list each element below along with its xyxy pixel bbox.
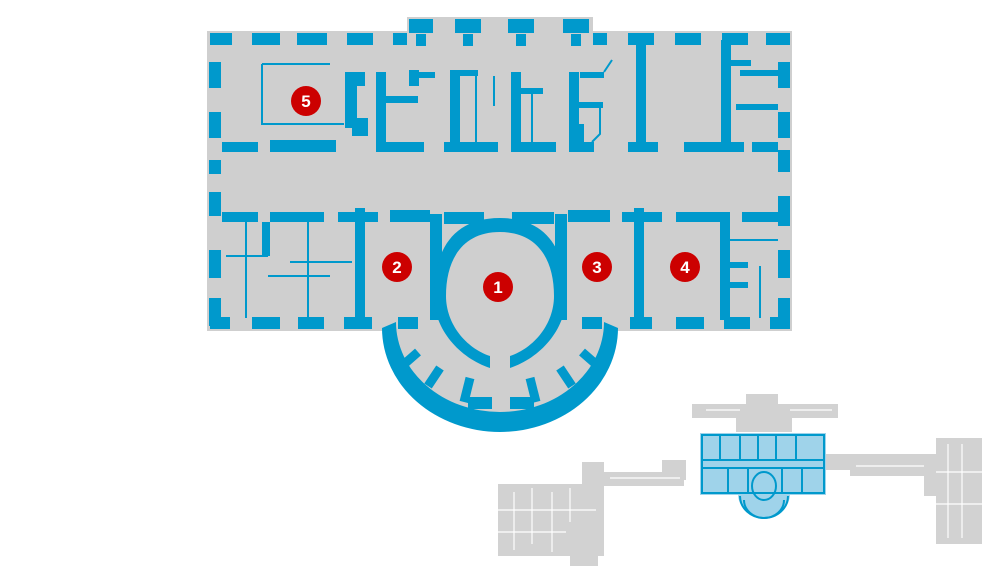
north-bay-piers: [409, 19, 589, 46]
walls: [209, 19, 790, 432]
room-marker-circle: [582, 252, 612, 282]
room-marker-4[interactable]: 4: [670, 252, 700, 282]
room-marker-3[interactable]: 3: [582, 252, 612, 282]
south-wall-piers: [210, 317, 790, 329]
room-marker-label: 2: [392, 258, 401, 277]
north-room-thin-lines: [261, 59, 613, 143]
room-marker-label: 4: [680, 258, 690, 277]
room-marker-label: 3: [592, 258, 601, 277]
room-marker-1[interactable]: 1: [483, 272, 513, 302]
floor-area: [207, 17, 792, 428]
room-marker-5[interactable]: 5: [291, 86, 321, 116]
room-marker-circle: [291, 86, 321, 116]
minimap-details: [498, 409, 982, 552]
location-minimap: [498, 394, 982, 566]
room-marker-circle: [483, 272, 513, 302]
room-marker-2[interactable]: 2: [382, 252, 412, 282]
minimap-highlight: [700, 433, 826, 519]
north-room-partitions: [345, 40, 780, 152]
room-marker-label: 1: [493, 278, 502, 297]
room-marker-circle: [382, 252, 412, 282]
north-corridor-wall: [222, 140, 778, 152]
south-bow-walls: [382, 317, 618, 432]
room-marker-circle: [670, 252, 700, 282]
room-marker-label: 5: [301, 92, 310, 111]
room-markers: 1 2 3 4 5: [291, 86, 700, 302]
south-room-thin-lines: [226, 222, 778, 318]
